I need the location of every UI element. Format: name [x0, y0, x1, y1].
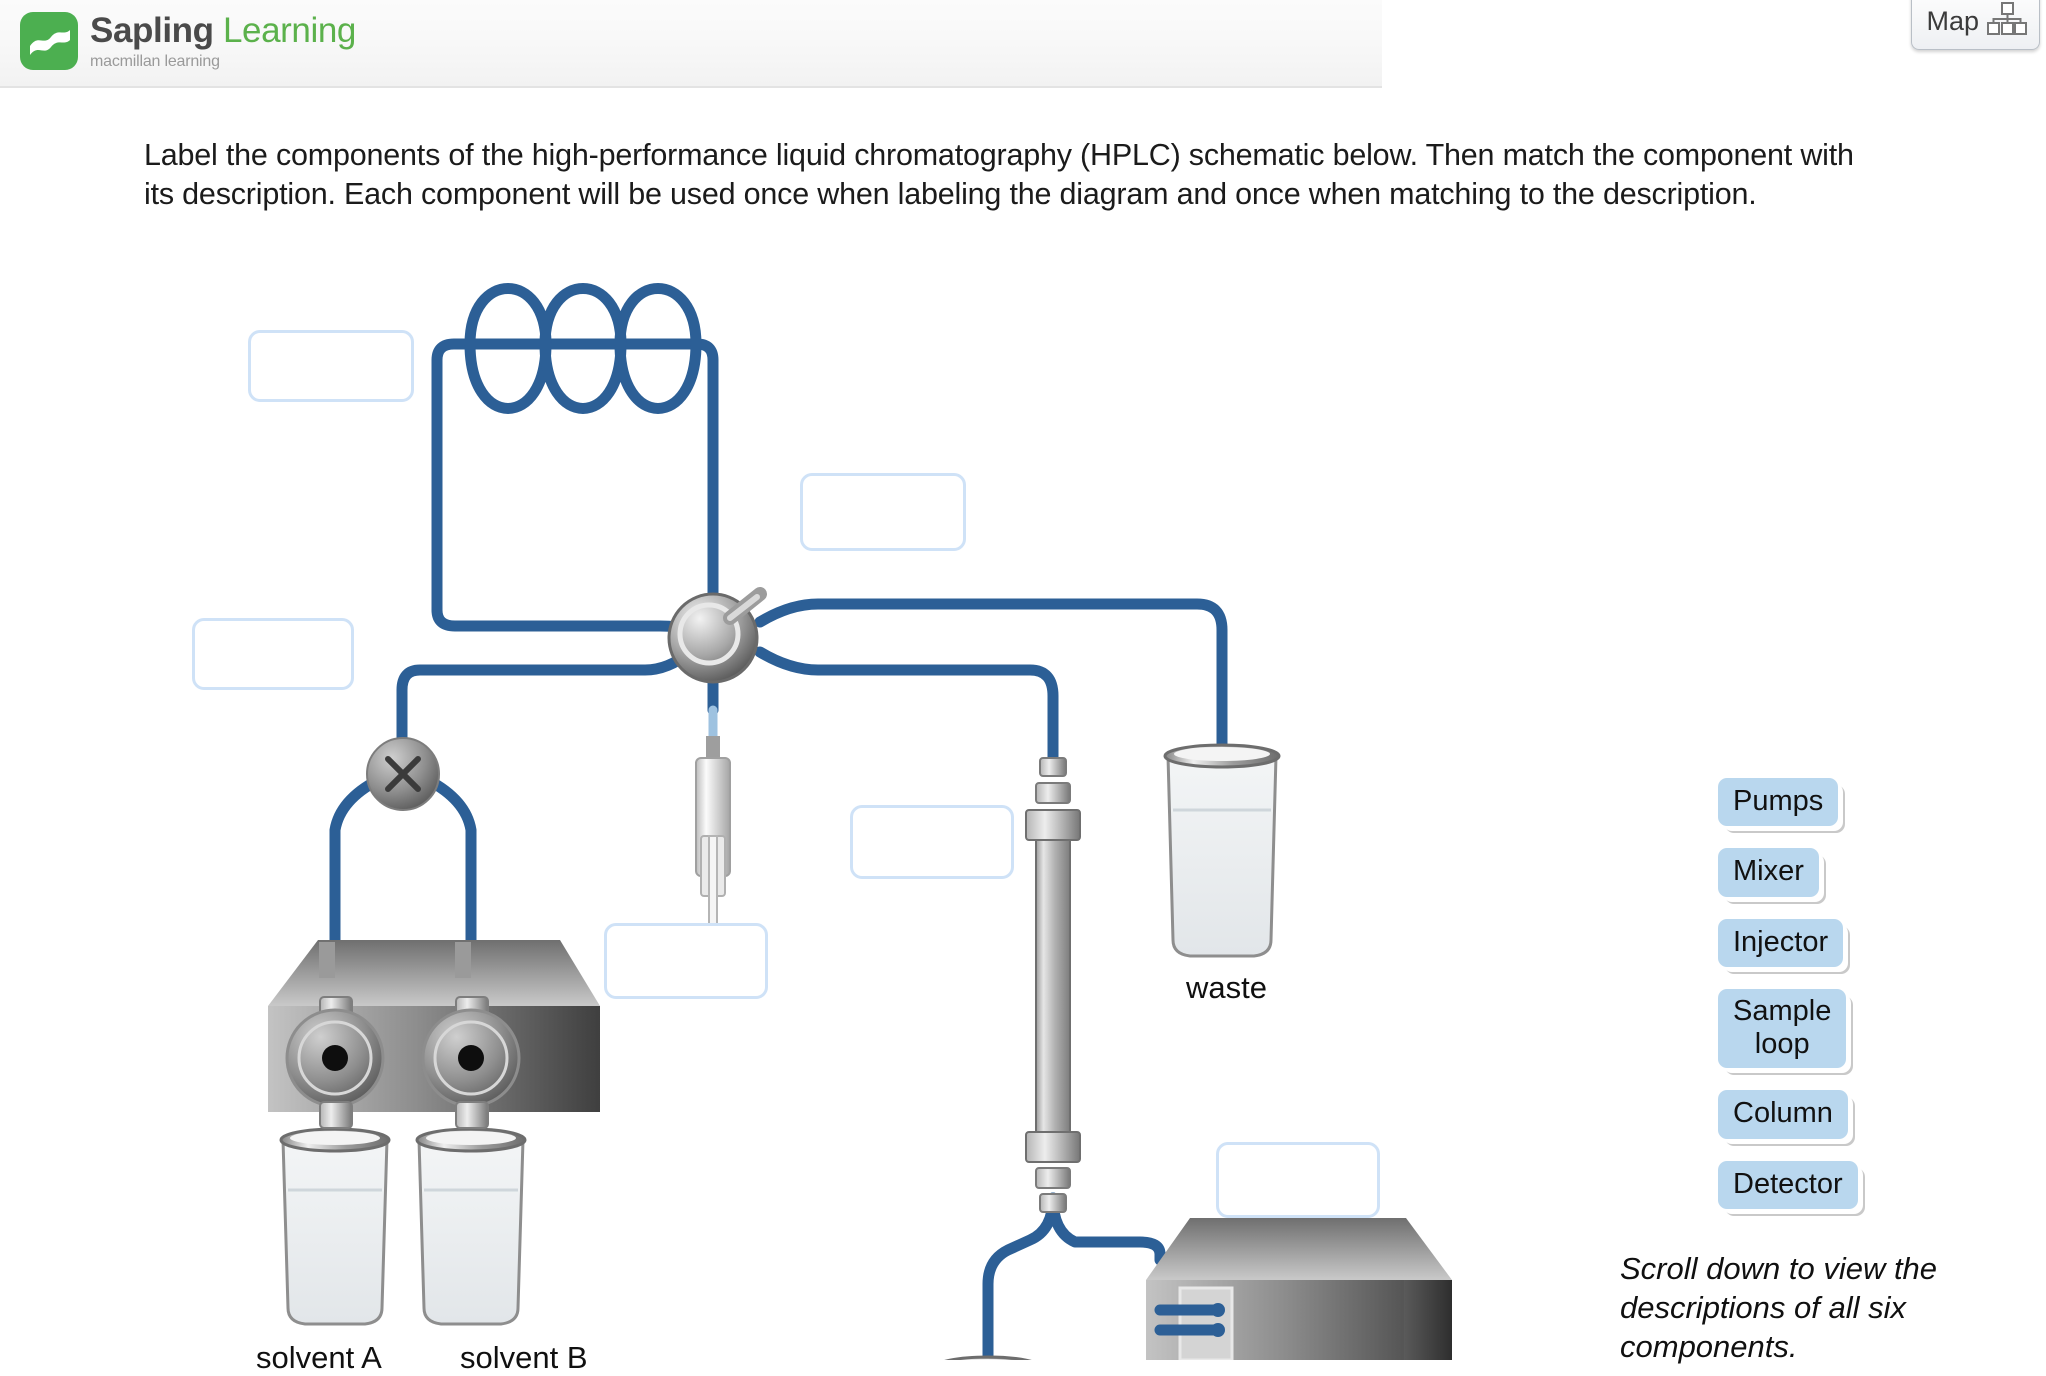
waste-beaker-bottom — [944, 1355, 1032, 1360]
instruction-text: Label the components of the high-perform… — [144, 138, 1854, 212]
chip-label-line2: loop — [1754, 1027, 1810, 1060]
waste-label-top: waste — [1186, 970, 1267, 1005]
word-bank-chip-detector[interactable]: Detector — [1718, 1160, 1858, 1210]
solvent-b-beaker — [415, 1127, 527, 1326]
detector-drop-target[interactable] — [1216, 1142, 1380, 1218]
sample-loop-drop-target[interactable] — [248, 330, 414, 402]
chip-label: Injector — [1733, 925, 1829, 958]
sapling-learning-logo: Sapling Learning macmillan learning — [20, 12, 356, 71]
solvent-a-beaker — [279, 1127, 391, 1326]
sitemap-icon — [1987, 2, 2027, 41]
word-bank-chip-column[interactable]: Column — [1718, 1090, 1848, 1139]
syringe — [690, 736, 736, 940]
pumps-unit — [268, 940, 600, 1129]
hplc-schematic: waste waste solvent A solvent B — [0, 240, 1500, 1375]
injector-drop-target[interactable] — [800, 473, 966, 551]
word-bank-chip-injector[interactable]: Injector — [1718, 918, 1844, 968]
word-bank-chip-mixer[interactable]: Mixer — [1718, 848, 1819, 897]
brand-title: Sapling Learning — [90, 11, 356, 50]
scroll-down-note: Scroll down to view the descriptions of … — [1620, 1251, 1938, 1364]
brand-primary: Sapling — [90, 11, 214, 50]
chip-label: Pumps — [1733, 785, 1824, 817]
chip-label: Column — [1733, 1097, 1833, 1130]
chip-label: Detector — [1733, 1167, 1843, 1200]
map-button[interactable]: Map — [1911, 0, 2040, 50]
chip-label: Mixer — [1733, 855, 1804, 888]
solvent-a-label: solvent A — [256, 1340, 382, 1375]
brand-tagline: macmillan learning — [90, 52, 220, 70]
site-header: Sapling Learning macmillan learning — [0, 0, 1382, 88]
mixer-node — [366, 737, 440, 811]
mixer-drop-target[interactable] — [192, 618, 354, 690]
waste-beaker-top — [1163, 743, 1281, 958]
brand-secondary: Learning — [222, 11, 356, 50]
word-bank-chip-pumps[interactable]: Pumps — [1718, 778, 1839, 827]
detector-unit — [1146, 1218, 1452, 1360]
hplc-schematic-svg — [268, 283, 1452, 1360]
map-button-label: Map — [1926, 6, 1979, 36]
chromatography-column — [1025, 757, 1081, 1213]
sapling-leaf-icon — [20, 12, 78, 70]
column-drop-target[interactable] — [850, 805, 1014, 879]
solvent-b-label: solvent B — [460, 1340, 588, 1375]
injector-valve — [667, 587, 767, 684]
pumps-drop-target[interactable] — [604, 923, 768, 999]
chip-label-line1: Sample — [1733, 995, 1832, 1028]
